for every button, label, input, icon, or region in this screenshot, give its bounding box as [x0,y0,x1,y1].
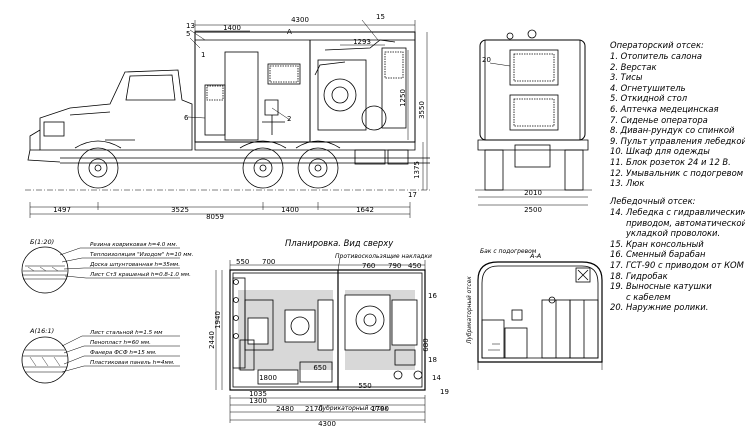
dim-plan-550: 550 [236,258,249,266]
callout-5: 5 [186,30,190,38]
section-a-a [477,261,603,370]
dim-plan-1700: 1700 [371,405,389,413]
legend-item: 19. Выносные катушки с кабелем [610,281,712,302]
legend-item: 13. Люк [610,178,645,189]
plan-callout-19: 19 [440,388,449,396]
callout-20: 20 [482,56,491,64]
legend-item: 18. Гидробак [610,270,668,281]
legend-item: 5. Откидной стол [610,93,688,104]
dim-side-1375: 1375 [413,161,421,179]
legend-item: 6. Аптечка медецинская [610,104,719,114]
plan-callout-14: 14 [432,374,441,382]
callout-15: 15 [376,13,385,21]
detail-a-layer: Фанера ФСФ h=15 мм. [90,350,157,356]
dim-plan-700: 700 [262,258,275,266]
dim-plan-2480: 2480 [276,405,294,413]
callout-2: 2 [287,115,291,123]
plan-lubricant-label: Лубрикаторный отсек [317,405,388,412]
detail-a-layer: Пенопласт h=60 мм. [90,340,151,346]
dim-side-4300: 4300 [291,16,309,24]
detail-a [21,335,180,384]
wheels [77,147,339,189]
legend-item: 17. ГСТ-90 с приводом от КОМ [610,260,744,270]
truck-rear-view [475,29,592,206]
dim-plan-760: 760 [362,262,375,270]
legend-item: 15. Кран консольный [610,238,704,249]
legend-winch-title: Лебедочный отсек: [610,196,696,206]
legend-item: 8. Диван-рундук со спинкой [610,125,735,136]
dim-plan-650: 650 [313,364,326,372]
legend-item: 9. Пульт управления лебедкой [610,135,745,146]
dim-side-1400-bottom: 1400 [281,206,299,214]
dim-plan-2170: 2170 [305,405,323,413]
detail-b [21,246,180,294]
legend-item: 16. Сменный барабан [610,249,706,260]
dim-plan-1300: 1300 [249,397,267,405]
callout-1: 1 [201,51,205,59]
legend-operator-title: Операторский отсек: [610,40,704,50]
dim-side-3550: 3550 [418,101,426,119]
plan-callout-18: 18 [428,356,437,364]
legend-item: 11. Блок розеток 24 и 12 В. [610,157,731,167]
plan-title: Планировка. Вид сверху [285,238,394,248]
legend-item: 4. Огнетушитель [610,82,686,93]
detail-b-layer: Резина ковриковая h=4.0 мм. [90,242,178,248]
legend-item: 7. Сиденье оператора [610,114,708,125]
legend-item: 20. Наружние ролики. [610,302,709,313]
dim-side-1497: 1497 [53,206,71,214]
dim-plan-1800: 1800 [259,374,277,382]
dim-plan-1940: 1940 [214,311,222,329]
dim-plan-680: 680 [422,338,430,351]
dim-side-8059: 8059 [206,213,224,221]
callout-a: A [287,28,292,36]
callout-13: 13 [186,22,195,30]
callout-17: 17 [408,191,417,199]
section-aa-title: А-А [529,252,541,260]
dim-side-1293: 1293 [353,38,371,46]
legend-item: 3. Тисы [610,72,643,83]
dim-plan-1035: 1035 [249,390,267,398]
detail-b-layer: Доска шпунтованная h=35мм. [89,262,180,268]
detail-a-layer: Лист стальной h=1.5 мм [89,330,163,336]
plan-callout-16: 16 [428,292,437,300]
dim-plan-4300: 4300 [318,420,336,428]
dim-plan-790: 790 [388,262,401,270]
detail-b-layer: Теплоизоляция "Изодом" h=10 мм. [90,252,194,258]
dim-rear-2010: 2010 [524,189,542,197]
legend-item: 12. Умывальник с подогревом [610,167,744,178]
dim-side-1250: 1250 [399,89,407,107]
detail-b-layer: Лист Ст3 крашеный h=0.8-1.0 мм. [89,272,191,278]
dim-plan-450: 450 [408,262,421,270]
dim-side-1400-top: 1400 [223,24,241,32]
legend-item: 1. Отопитель салона [610,51,702,61]
dim-plan-2440: 2440 [208,331,216,349]
section-aa-side-label: Лубрикаторный отсек [467,276,473,345]
truck-side-view [25,19,430,218]
dim-plan-550-inner: 550 [358,382,371,390]
dim-side-3525: 3525 [171,206,189,214]
dim-side-1642: 1642 [356,206,374,214]
section-aa-tank-label: Бак с подогревом [480,248,537,255]
plan-view [215,257,426,423]
legend-item: 14. Лебедка с гидравлическим приводом, а… [610,207,745,239]
plan-anti-slip-label: Противоскользящие накладки [335,253,432,260]
dim-rear-2500: 2500 [524,206,542,214]
legend-item: 2. Верстак [610,61,657,72]
callout-6: 6 [184,114,189,122]
detail-a-title: А(16:1) [29,327,54,335]
detail-a-layer: Пластиковая панель h=4мм. [90,360,175,366]
detail-b-title: Б(1:20) [30,238,54,246]
legend-item: 10. Шкаф для одежды [610,146,710,157]
